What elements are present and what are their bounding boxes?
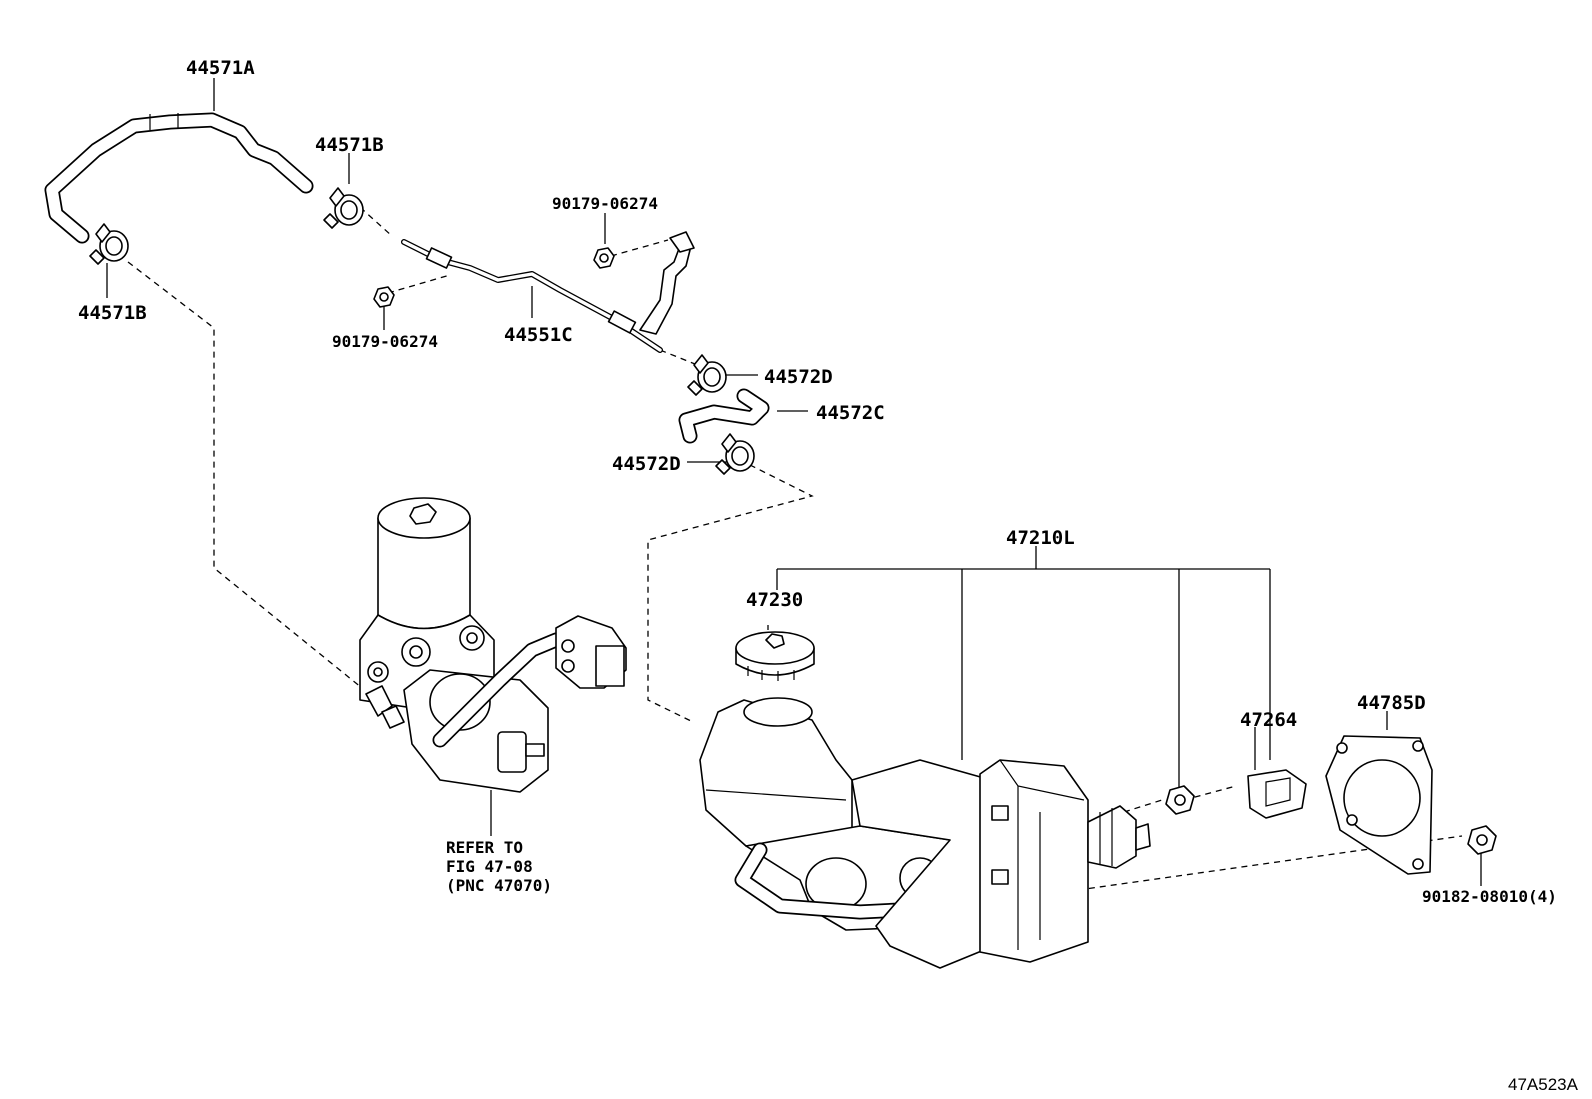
hose-44571A xyxy=(44,112,314,244)
booster-assembly-47210L xyxy=(699,697,1151,969)
reference-note-line-1: REFER TO xyxy=(446,838,523,857)
nut-90182 xyxy=(1467,825,1497,855)
label-44571A: 44571A xyxy=(186,57,255,79)
reservoir-cap-47230 xyxy=(735,631,815,681)
label-44572D-top: 44572D xyxy=(764,366,833,388)
clamp-44572D-bottom xyxy=(715,433,755,475)
figure-code: 47A523A xyxy=(1508,1075,1579,1094)
label-47230: 47230 xyxy=(746,589,803,611)
label-90179-mid: 90179-06274 xyxy=(332,332,438,351)
label-44571B-top: 44571B xyxy=(315,134,384,156)
reference-note-line-2: FIG 47-08 xyxy=(446,857,533,876)
label-44551C: 44551C xyxy=(504,324,573,346)
hose-44572C xyxy=(678,388,770,444)
label-90179-top: 90179-06274 xyxy=(552,194,658,213)
part-labels: 44571A 44571B 44571B 90179-06274 90179-0… xyxy=(78,57,1557,906)
label-44571B-left: 44571B xyxy=(78,302,147,324)
nut-90179-mid xyxy=(373,286,395,308)
label-44572D-bottom: 44572D xyxy=(612,453,681,475)
label-47264: 47264 xyxy=(1240,709,1297,731)
label-44785D: 44785D xyxy=(1357,692,1426,714)
gasket-44785D xyxy=(1325,735,1433,875)
label-44572C: 44572C xyxy=(816,402,885,424)
clevis-47264 xyxy=(1247,769,1307,819)
reference-note-line-3: (PNC 47070) xyxy=(446,876,552,895)
clamp-44572D-top xyxy=(687,354,727,396)
label-90182-08010: 90182-08010(4) xyxy=(1422,887,1557,906)
reference-note: REFER TO FIG 47-08 (PNC 47070) xyxy=(446,838,552,895)
nut-90179-top xyxy=(593,247,615,269)
leader-lines xyxy=(106,78,1482,886)
pump-assembly xyxy=(359,497,627,793)
label-47210L: 47210L xyxy=(1006,527,1075,549)
clamp-44571B-left xyxy=(89,223,129,265)
clamp-44571B-top xyxy=(323,187,364,229)
tube-44551C xyxy=(401,231,695,353)
clevis-nut-47264 xyxy=(1165,785,1195,815)
